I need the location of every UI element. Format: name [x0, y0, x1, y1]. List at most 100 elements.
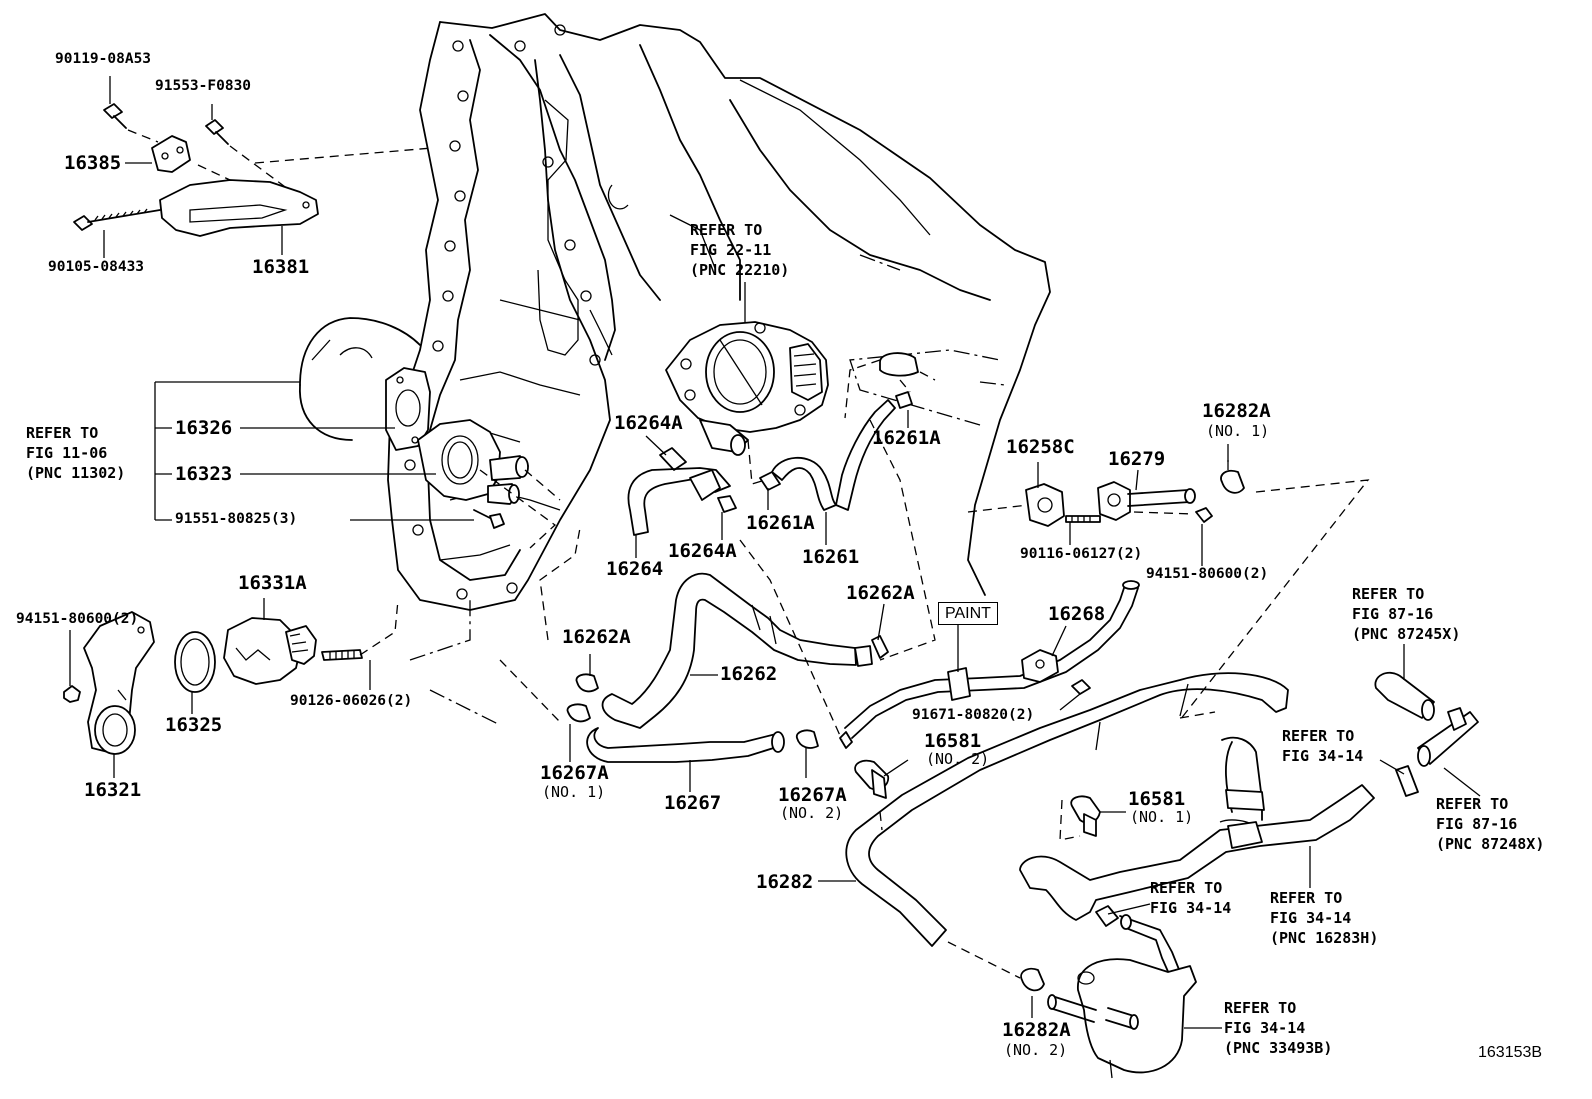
bolt-90105 — [73, 208, 161, 231]
water-inlet-housing — [385, 367, 561, 549]
ref-fig-22-11: REFER TO FIG 22-11 (PNC 22210) — [690, 220, 789, 280]
ref-line: FIG 22-11 — [690, 241, 772, 259]
hoses-87-16 — [1374, 671, 1479, 797]
label-94151-80600-left: 94151-80600(2) — [16, 611, 139, 627]
figure-number: 163153B — [1478, 1044, 1543, 1061]
ref-line: FIG 34-14 — [1282, 747, 1364, 765]
ref-line: REFER TO — [26, 424, 99, 442]
label-16262A-left: 16262A — [562, 626, 631, 648]
label-90119-08A53: 90119-08A53 — [55, 51, 152, 67]
pipe-16268 — [844, 580, 1140, 739]
cooler-hoses — [1019, 736, 1375, 977]
bolt-91551 — [473, 509, 505, 529]
ref-line: (PNC 11302) — [26, 464, 126, 482]
ref-line: REFER TO — [1270, 889, 1343, 907]
label-91551-80825: 91551-80825(3) — [175, 511, 298, 527]
thermostat-assembly — [63, 599, 399, 755]
label-90105-08433: 90105-08433 — [48, 259, 145, 275]
ref-line: (PNC 87248X) — [1436, 835, 1545, 853]
label-94151-80600-right: 94151-80600(2) — [1146, 566, 1269, 582]
ref-line: REFER TO — [690, 221, 763, 239]
clamp-16282A-no1 — [1179, 460, 1370, 721]
hose-16261 — [759, 352, 936, 661]
label-16326: 16326 — [175, 417, 233, 439]
label-16258C: 16258C — [1006, 436, 1075, 458]
pipe-16279 — [967, 481, 1213, 527]
ref-line: (PNC 16283H) — [1270, 929, 1379, 947]
note-16282A-no1: (NO. 1) — [1206, 422, 1270, 440]
ref-line: FIG 34-14 — [1224, 1019, 1306, 1037]
outlet-16321 — [83, 611, 155, 755]
label-16261: 16261 — [802, 546, 860, 568]
stud-90126 — [321, 649, 363, 661]
label-16267A-no2: 16267A — [778, 784, 847, 806]
ref-line: FIG 87-16 — [1352, 605, 1434, 623]
label-16331A: 16331A — [238, 572, 307, 594]
bolt-91553 — [205, 119, 229, 145]
label-16267A-no1: 16267A — [540, 762, 609, 784]
label-16262: 16262 — [720, 663, 778, 685]
ref-fig-87-16-87245X: REFER TO FIG 87-16 (PNC 87245X) — [1352, 584, 1460, 644]
label-16261A-left: 16261A — [746, 512, 815, 534]
hose-16267 — [586, 727, 785, 763]
label-16581-no2: 16581 — [924, 730, 982, 752]
label-16385: 16385 — [64, 152, 122, 174]
ref-line: REFER TO — [1282, 727, 1355, 745]
ref-line: (PNC 87245X) — [1352, 625, 1461, 643]
note-16267A-no2: (NO. 2) — [780, 804, 844, 822]
throttle-body — [665, 282, 829, 485]
ref-fig-11-06: REFER TO FIG 11-06 (PNC 11302) — [26, 423, 125, 483]
ref-fig-34-14-a: REFER TO FIG 34-14 — [1282, 726, 1363, 766]
label-16282: 16282 — [756, 871, 814, 893]
nut-94151a — [63, 685, 81, 703]
hose-16262 — [601, 572, 873, 729]
label-16282A-no1: 16282A — [1202, 400, 1271, 422]
housing-16323 — [417, 419, 529, 505]
label-16282A-no2: 16282A — [1002, 1019, 1071, 1041]
label-16321: 16321 — [84, 779, 142, 801]
ref-line: REFER TO — [1224, 999, 1297, 1017]
label-16264A-top: 16264A — [614, 412, 683, 434]
ref-line: REFER TO — [1352, 585, 1425, 603]
label-16581-no1: 16581 — [1128, 788, 1186, 810]
label-16267: 16267 — [664, 792, 722, 814]
note-16267A-no1: (NO. 1) — [542, 783, 606, 801]
ref-fig-87-16-87248X: REFER TO FIG 87-16 (PNC 87248X) — [1436, 794, 1544, 854]
note-16581-no1: (NO. 1) — [1130, 808, 1194, 826]
ref-line: FIG 34-14 — [1270, 909, 1352, 927]
gasket-16325 — [174, 631, 216, 693]
ref-fig-34-14-b: REFER TO FIG 34-14 — [1150, 878, 1231, 918]
ref-line: FIG 34-14 — [1150, 899, 1232, 917]
clamps-16581 — [854, 759, 1101, 841]
ref-line: REFER TO — [1436, 795, 1509, 813]
label-16323: 16323 — [175, 463, 233, 485]
ref-line: FIG 87-16 — [1436, 815, 1518, 833]
label-16262A-right: 16262A — [846, 582, 915, 604]
label-16261A-right: 16261A — [872, 427, 941, 449]
label-16264: 16264 — [606, 558, 664, 580]
label-90116-06127: 90116-06127(2) — [1020, 546, 1143, 562]
label-16279: 16279 — [1108, 448, 1166, 470]
ref-line: (PNC 22210) — [690, 261, 790, 279]
thermostat-16331A — [223, 617, 317, 685]
gasket-16326 — [385, 367, 431, 451]
ref-line: (PNC 33493B) — [1224, 1039, 1333, 1057]
label-90126-06026: 90126-06026(2) — [290, 693, 413, 709]
label-16268: 16268 — [1048, 603, 1106, 625]
hose-16264 — [627, 447, 737, 536]
label-16381: 16381 — [252, 256, 310, 278]
paint-marker: PAINT — [938, 602, 998, 626]
label-16325: 16325 — [165, 714, 223, 736]
note-16581-no2: (NO. 2) — [926, 750, 990, 768]
label-91671-80820: 91671-80820(2) — [912, 707, 1035, 723]
bracket-16385 — [151, 135, 191, 173]
oil-cooler — [1020, 958, 1197, 1079]
ref-line: FIG 11-06 — [26, 444, 108, 462]
label-16264A-bottom: 16264A — [668, 540, 737, 562]
clamps-left — [499, 527, 889, 749]
note-16282A-no2: (NO. 2) — [1004, 1041, 1068, 1059]
ref-fig-34-14-33493B: REFER TO FIG 34-14 (PNC 33493B) — [1224, 998, 1332, 1058]
hose-16282 — [845, 672, 1289, 979]
ref-line: REFER TO — [1150, 879, 1223, 897]
